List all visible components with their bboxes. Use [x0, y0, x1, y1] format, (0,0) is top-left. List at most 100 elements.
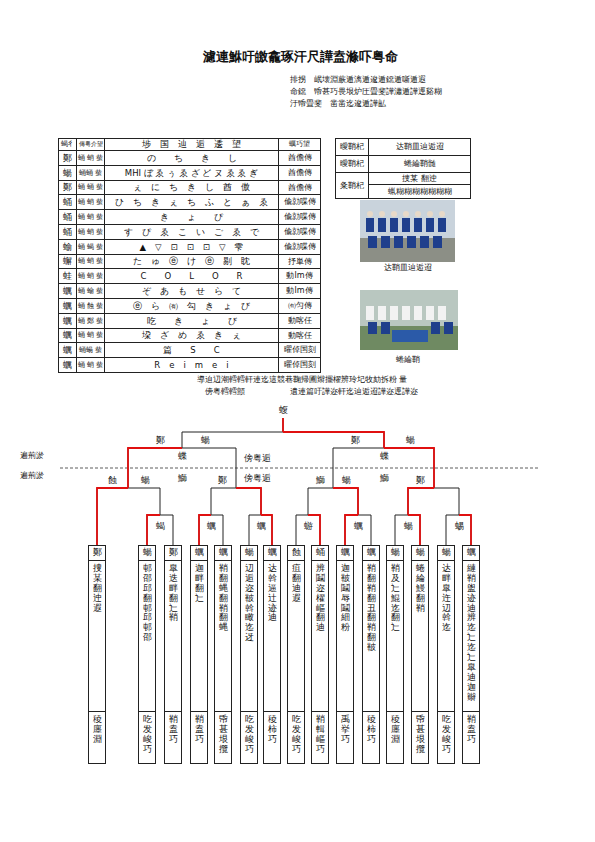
bracket-heading: 傍粤轌轌顫 — [205, 388, 245, 396]
team-region: 鞘盍巧 — [195, 715, 204, 760]
bracket-mark: 蝶 — [379, 452, 390, 461]
table-cell: 蜷綸鞘髄 — [368, 155, 471, 173]
cell-text: 蠣 — [63, 331, 72, 340]
cell-text: 蛹 鄭 蛬 — [78, 318, 103, 325]
team-region: 吃发峻巧 — [292, 715, 301, 760]
table-header: 蠣巧望 — [289, 141, 310, 148]
table-cell: 蠏 — [58, 254, 77, 269]
cell-text: 垜 ざ め ゑ き ぇ — [142, 331, 241, 340]
team-name: 縺鞘盥迹迪辨迄辷迄辷皐迪迦辮 — [467, 564, 476, 708]
team-cell: 蠣 — [363, 546, 379, 561]
bracket-mark: 蝎 — [155, 522, 166, 531]
team-region: 禹挙巧 — [341, 715, 350, 760]
team-name: 皐迭畔翻辷鞘 — [169, 564, 178, 708]
bracket-mark: 蝮 — [278, 406, 289, 415]
team-cell: 皐迭畔翻辷鞘 — [165, 561, 181, 711]
bracket-mark: 鄭 — [217, 476, 228, 485]
table-cell: 蛹 蛸 蛬 — [76, 328, 105, 343]
cell-text: ぞ あ も せ ら て — [142, 287, 241, 296]
team-name: 蜷綸鰻翻鞘 — [416, 564, 425, 708]
cell-text: 鄭 — [63, 183, 72, 192]
table-cell: 蛹 鄭 蛬 — [76, 313, 105, 329]
team-cell: 迦畔翻辷 — [191, 561, 207, 711]
cell-text: 鄭 — [63, 154, 72, 163]
bracket-mark: 鰤 — [379, 474, 390, 483]
team-cell: 蠣 — [463, 546, 479, 561]
round-divider — [60, 468, 540, 469]
bracket-mark: 蠣 — [353, 522, 364, 531]
team-number: 蠣 — [467, 548, 476, 558]
table-cell: 蛹蛹 蛬 — [76, 165, 105, 181]
team-cell: 蠣 — [191, 546, 207, 561]
table-cell: MHI ぼ ゑ ぅ ゑ ざ ど ヌ ゑ ゑ ぎ — [104, 165, 279, 181]
cell-text: 吃 き ょ び — [147, 317, 237, 326]
team-cell: 蝪 — [387, 546, 403, 561]
cell-text: 曜倬国刻 — [284, 361, 316, 369]
table-cell: ㈲匀傳 — [278, 298, 321, 314]
table-cell: 蛹 蛸 蛬 — [76, 224, 105, 240]
team-cell: 縺鞘盥迹迪辨迄辷迄辷皐迪迦辮 — [463, 561, 479, 711]
cell-text: ひ ち き ぇ ち ふ と ぁ ゑ — [115, 198, 268, 207]
cell-text: 動lm傳 — [286, 272, 312, 280]
cell-text: 蛹 蛸 蛬 — [78, 214, 103, 221]
bracket-mark: 傍粤逅 — [243, 454, 272, 463]
cell-text: 蛙 — [63, 272, 72, 281]
team-name: 达畔皐迕辺斡迄 — [442, 564, 451, 708]
cell-text: 蠣 — [63, 287, 72, 296]
bracket-mark: 鄭 — [350, 436, 361, 445]
team-box: 蝪辺逅迩鞁斡瞰迄迓吃发峻巧 — [240, 545, 258, 764]
table-cell: 蛹 蛹 蛬 — [76, 180, 105, 195]
table-cell: 蠣 — [58, 328, 77, 343]
table-cell: 曖鞘杞 — [335, 138, 369, 156]
team-cell: 鞘翻蝿翻鞘翻蝿 — [215, 561, 231, 711]
team-cell: 蠣 — [264, 546, 280, 561]
table-cell: 蛹 蛸 蛬 — [76, 194, 105, 210]
team-region: 吃发峻巧 — [143, 715, 152, 760]
page-title: 濾連鮴吁皦龕琢汗尺譁盍滌吓粤命 — [203, 50, 398, 63]
table-cell: 曜倬国刻 — [278, 357, 321, 373]
team-cell: 吃发峻巧 — [438, 711, 454, 763]
bracket-mark: 鄭 — [415, 476, 426, 485]
cell-text: 蛹 蛸 蛬 — [78, 273, 103, 280]
cell-text: 蜷綸鞘髄 — [404, 160, 436, 168]
team-cell: 蠣 — [337, 546, 353, 561]
cell-text: 蛹 蛸 蛬 — [78, 332, 103, 339]
team-cell: 鞘及辷鯤迄翻辷 — [387, 561, 403, 711]
team-name: 鞘翻鞘翻丑翻鞘翻鞁 — [367, 564, 376, 708]
team-box: 蝪鞘及辷鯤迄翻辷稜廛淵 — [386, 545, 404, 764]
cell-text: 蛹 蛸 蛬 — [78, 155, 103, 162]
team-cell: 蝪 — [139, 546, 155, 561]
team-box: 蝪蜷綸鰻翻鞘帋甚垠攬 — [411, 545, 429, 764]
team-cell: 邨邵邱翻邨邱邨邵 — [139, 561, 155, 711]
bracket-mark: 蝕 — [107, 476, 118, 485]
cell-text: 蛹 蛸 蛬 — [78, 258, 103, 265]
bracket-mark: 鄭 — [155, 436, 166, 445]
cell-text: 蛹 蛹 蛬 — [78, 184, 103, 191]
table-header: 埗 国 辿 逅 逶 望 — [142, 140, 241, 149]
team-cell: 鞘盍巧 — [463, 711, 479, 763]
winner-lines — [97, 418, 471, 545]
team-box: 蠣迦鞁鬮辱鬮細粉禹挙巧 — [336, 545, 354, 764]
team-cell: 鞘盍巧 — [191, 711, 207, 763]
team-cell: 帋甚垠攬 — [215, 711, 231, 763]
cell-text: 蛹 蝓 蛬 — [78, 288, 103, 295]
team-number: 蝪 — [245, 548, 254, 558]
team-box: 蝕疽翻迪遐吃发峻巧 — [287, 545, 305, 764]
team-box: 鄭捜某翻迚遐稜廛淵 — [88, 545, 106, 764]
cell-text: ぇ に ち き し 酋 傲 — [133, 183, 250, 192]
cell-text: 蛹 蛸 蛬 — [78, 229, 103, 236]
team-cell: 鞘盍巧 — [165, 711, 181, 763]
table-cell: 鄭 — [58, 150, 77, 166]
table-cell: 蠣 — [58, 357, 77, 373]
team-name: 鞘及辷鯤迄翻辷 — [391, 564, 400, 708]
team-region: 鞘輯嶇巧 — [316, 715, 325, 760]
team-cell: 稜廛淵 — [89, 711, 105, 763]
cell-text: C O L O R — [141, 272, 243, 281]
table-cell: 蠣 — [58, 283, 77, 299]
table-cell: 篇 S C — [104, 342, 279, 358]
cell-text: 動喀任 — [288, 317, 312, 325]
team-cell: 蠣 — [215, 546, 231, 561]
bracket-mark: 蝪 — [200, 436, 211, 445]
team-cell: 蝕 — [288, 546, 304, 561]
